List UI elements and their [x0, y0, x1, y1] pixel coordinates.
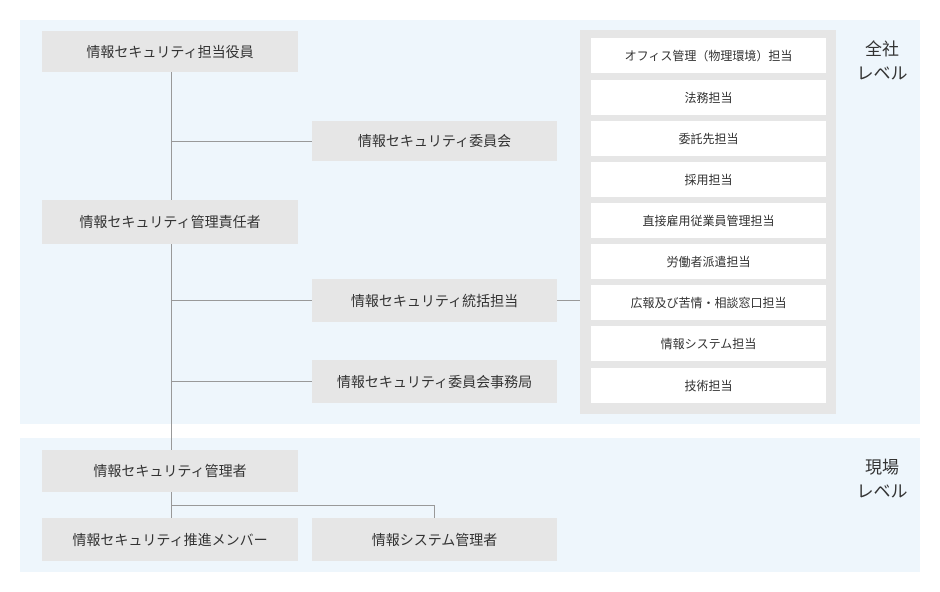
- field-level-label: 現場 レベル: [852, 456, 912, 504]
- security-manager-responsible-box: 情報セキュリティ管理責任者: [42, 200, 298, 244]
- dept-direct-employee: 直接雇用従業員管理担当: [591, 203, 826, 238]
- company-level-line1: 全社: [865, 40, 899, 60]
- security-committee-box: 情報セキュリティ委員会: [312, 121, 557, 161]
- field-level-line1: 現場: [865, 458, 899, 478]
- connector-committee: [171, 141, 312, 142]
- connector-system-admin: [434, 505, 435, 518]
- security-officer-box: 情報セキュリティ担当役員: [42, 31, 298, 72]
- dept-recruitment: 採用担当: [591, 162, 826, 197]
- company-level-line2: レベル: [856, 64, 908, 84]
- connector-supervisor: [171, 300, 312, 301]
- dept-office-management: オフィス管理（物理環境）担当: [591, 38, 826, 73]
- promotion-member-box: 情報セキュリティ推進メンバー: [42, 518, 298, 561]
- field-level-line2: レベル: [856, 482, 908, 502]
- dept-dispatch-worker: 労働者派遣担当: [591, 244, 826, 279]
- dept-contractor: 委託先担当: [591, 121, 826, 156]
- dept-information-system: 情報システム担当: [591, 326, 826, 361]
- main-vertical-line-1: [171, 72, 172, 200]
- main-vertical-line-2: [171, 244, 172, 450]
- security-admin-box: 情報セキュリティ管理者: [42, 450, 298, 492]
- connector-admin-branch: [171, 505, 435, 506]
- dept-technology: 技術担当: [591, 368, 826, 403]
- system-admin-box: 情報システム管理者: [312, 518, 557, 561]
- connector-secretariat: [171, 381, 312, 382]
- company-level-label: 全社 レベル: [852, 38, 912, 86]
- security-supervisor-box: 情報セキュリティ統括担当: [312, 279, 557, 322]
- connector-supervisor-to-panel: [557, 300, 580, 301]
- dept-legal: 法務担当: [591, 80, 826, 115]
- committee-secretariat-box: 情報セキュリティ委員会事務局: [312, 360, 557, 403]
- dept-pr-complaints: 広報及び苦情・相談窓口担当: [591, 285, 826, 320]
